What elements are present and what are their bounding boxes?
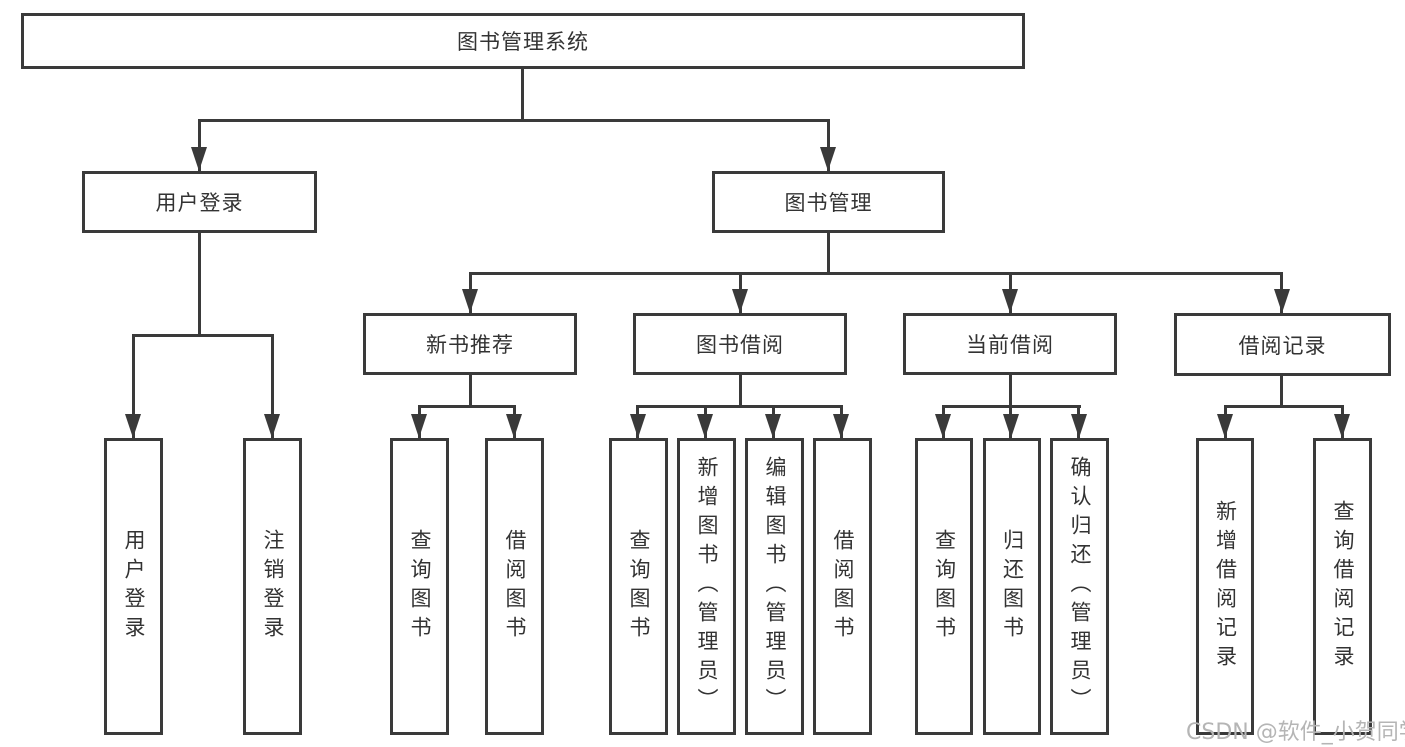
connector-line: [1009, 375, 1012, 408]
leaf-query-books-current: 查询图书: [915, 438, 973, 735]
leaf-query-borrow-record-label: 查询借阅记录: [1331, 499, 1355, 674]
node-current-borrow-label: 当前借阅: [966, 333, 1054, 357]
node-root: 图书管理系统: [21, 13, 1025, 69]
node-book-borrow-label: 图书借阅: [696, 333, 784, 357]
leaf-user-login-label: 用户登录: [122, 528, 146, 645]
connector-line: [1280, 376, 1283, 408]
connector-line: [469, 272, 1283, 275]
leaf-borrow-books: 借阅图书: [813, 438, 872, 735]
connector-arrowhead: [765, 414, 781, 438]
node-user-login-label: 用户登录: [155, 191, 244, 215]
connector-arrowhead: [1071, 414, 1087, 438]
connector-arrowhead: [1274, 289, 1290, 313]
csdn-watermark: CSDN @软件_小贺同学: [1186, 720, 1405, 745]
node-new-book-recommend: 新书推荐: [363, 313, 577, 375]
leaf-return-books-label: 归还图书: [1000, 528, 1025, 645]
leaf-confirm-return-admin-label: 确认归还（管理员）: [1068, 456, 1092, 717]
connector-line: [418, 405, 516, 408]
leaf-add-books-admin: 新增图书（管理员）: [677, 438, 736, 735]
leaf-query-books-recommend: 查询图书: [390, 438, 449, 735]
leaf-query-borrow-record: 查询借阅记录: [1313, 438, 1372, 735]
connector-arrowhead: [1334, 414, 1350, 438]
node-user-login: 用户登录: [82, 171, 317, 233]
leaf-logout-label: 注销登录: [261, 528, 285, 645]
node-book-management-label: 图书管理: [784, 191, 873, 215]
leaf-add-books-admin-label: 新增图书（管理员）: [695, 456, 719, 717]
leaf-add-borrow-record-label: 新增借阅记录: [1213, 499, 1238, 674]
leaf-edit-books-admin: 编辑图书（管理员）: [745, 438, 804, 735]
connector-line: [521, 69, 524, 121]
connector-line: [469, 375, 472, 408]
leaf-query-books-borrow: 查询图书: [609, 438, 668, 735]
node-book-management: 图书管理: [712, 171, 945, 233]
leaf-query-books-recommend-label: 查询图书: [408, 528, 432, 645]
connector-line: [132, 334, 274, 337]
connector-arrowhead: [1217, 414, 1233, 438]
node-borrow-record-label: 借阅记录: [1238, 333, 1327, 358]
connector-line: [1224, 405, 1344, 408]
connector-line: [827, 233, 830, 275]
connector-arrowhead: [935, 414, 951, 438]
node-current-borrow: 当前借阅: [903, 313, 1117, 375]
leaf-confirm-return-admin: 确认归还（管理员）: [1050, 438, 1109, 735]
connector-line: [132, 334, 135, 438]
connector-line: [271, 334, 274, 438]
leaf-logout: 注销登录: [243, 438, 302, 735]
connector-arrowhead: [732, 289, 748, 313]
connector-line: [198, 119, 830, 122]
leaf-borrow-books-label: 借阅图书: [831, 528, 855, 645]
connector-arrowhead: [125, 414, 141, 438]
connector-arrowhead: [411, 414, 427, 438]
connector-arrowhead: [820, 147, 836, 171]
connector-arrowhead: [1002, 289, 1018, 313]
leaf-query-books-borrow-label: 查询图书: [627, 528, 651, 645]
connector-line: [198, 119, 201, 171]
node-borrow-record: 借阅记录: [1174, 313, 1391, 376]
connector-line: [198, 233, 201, 337]
connector-arrowhead: [697, 414, 713, 438]
node-root-label: 图书管理系统: [457, 30, 589, 54]
connector-arrowhead: [462, 289, 478, 313]
leaf-borrow-books-recommend: 借阅图书: [485, 438, 544, 735]
leaf-borrow-books-recommend-label: 借阅图书: [503, 528, 527, 645]
leaf-user-login: 用户登录: [104, 438, 163, 735]
node-book-borrow: 图书借阅: [633, 313, 847, 375]
connector-line: [739, 375, 742, 408]
node-new-book-recommend-label: 新书推荐: [426, 333, 514, 357]
connector-line: [827, 119, 830, 171]
connector-arrowhead: [1003, 414, 1019, 438]
leaf-query-books-current-label: 查询图书: [932, 528, 957, 645]
leaf-return-books: 归还图书: [983, 438, 1041, 735]
connector-line: [636, 405, 843, 408]
leaf-edit-books-admin-label: 编辑图书（管理员）: [763, 456, 787, 717]
connector-arrowhead: [630, 414, 646, 438]
leaf-add-borrow-record: 新增借阅记录: [1196, 438, 1254, 735]
connector-arrowhead: [191, 147, 207, 171]
connector-arrowhead: [506, 414, 522, 438]
connector-arrowhead: [264, 414, 280, 438]
connector-arrowhead: [833, 414, 849, 438]
